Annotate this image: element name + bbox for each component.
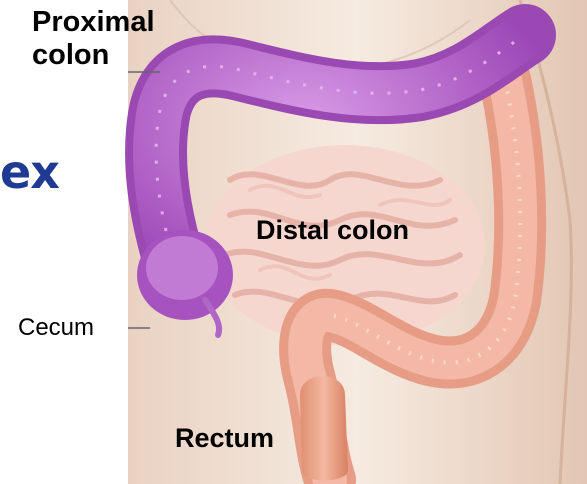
slide-title-fragment: ex <box>0 145 59 199</box>
cecum-label: Cecum <box>18 314 94 342</box>
distal-colon-label: Distal colon <box>256 215 409 246</box>
proximal-label-line2: colon <box>32 39 109 71</box>
rectum-label: Rectum <box>175 423 274 454</box>
rectum-shape <box>300 376 348 480</box>
proximal-colon-label: Proximal colon <box>32 6 155 73</box>
proximal-label-line1: Proximal <box>32 6 155 38</box>
